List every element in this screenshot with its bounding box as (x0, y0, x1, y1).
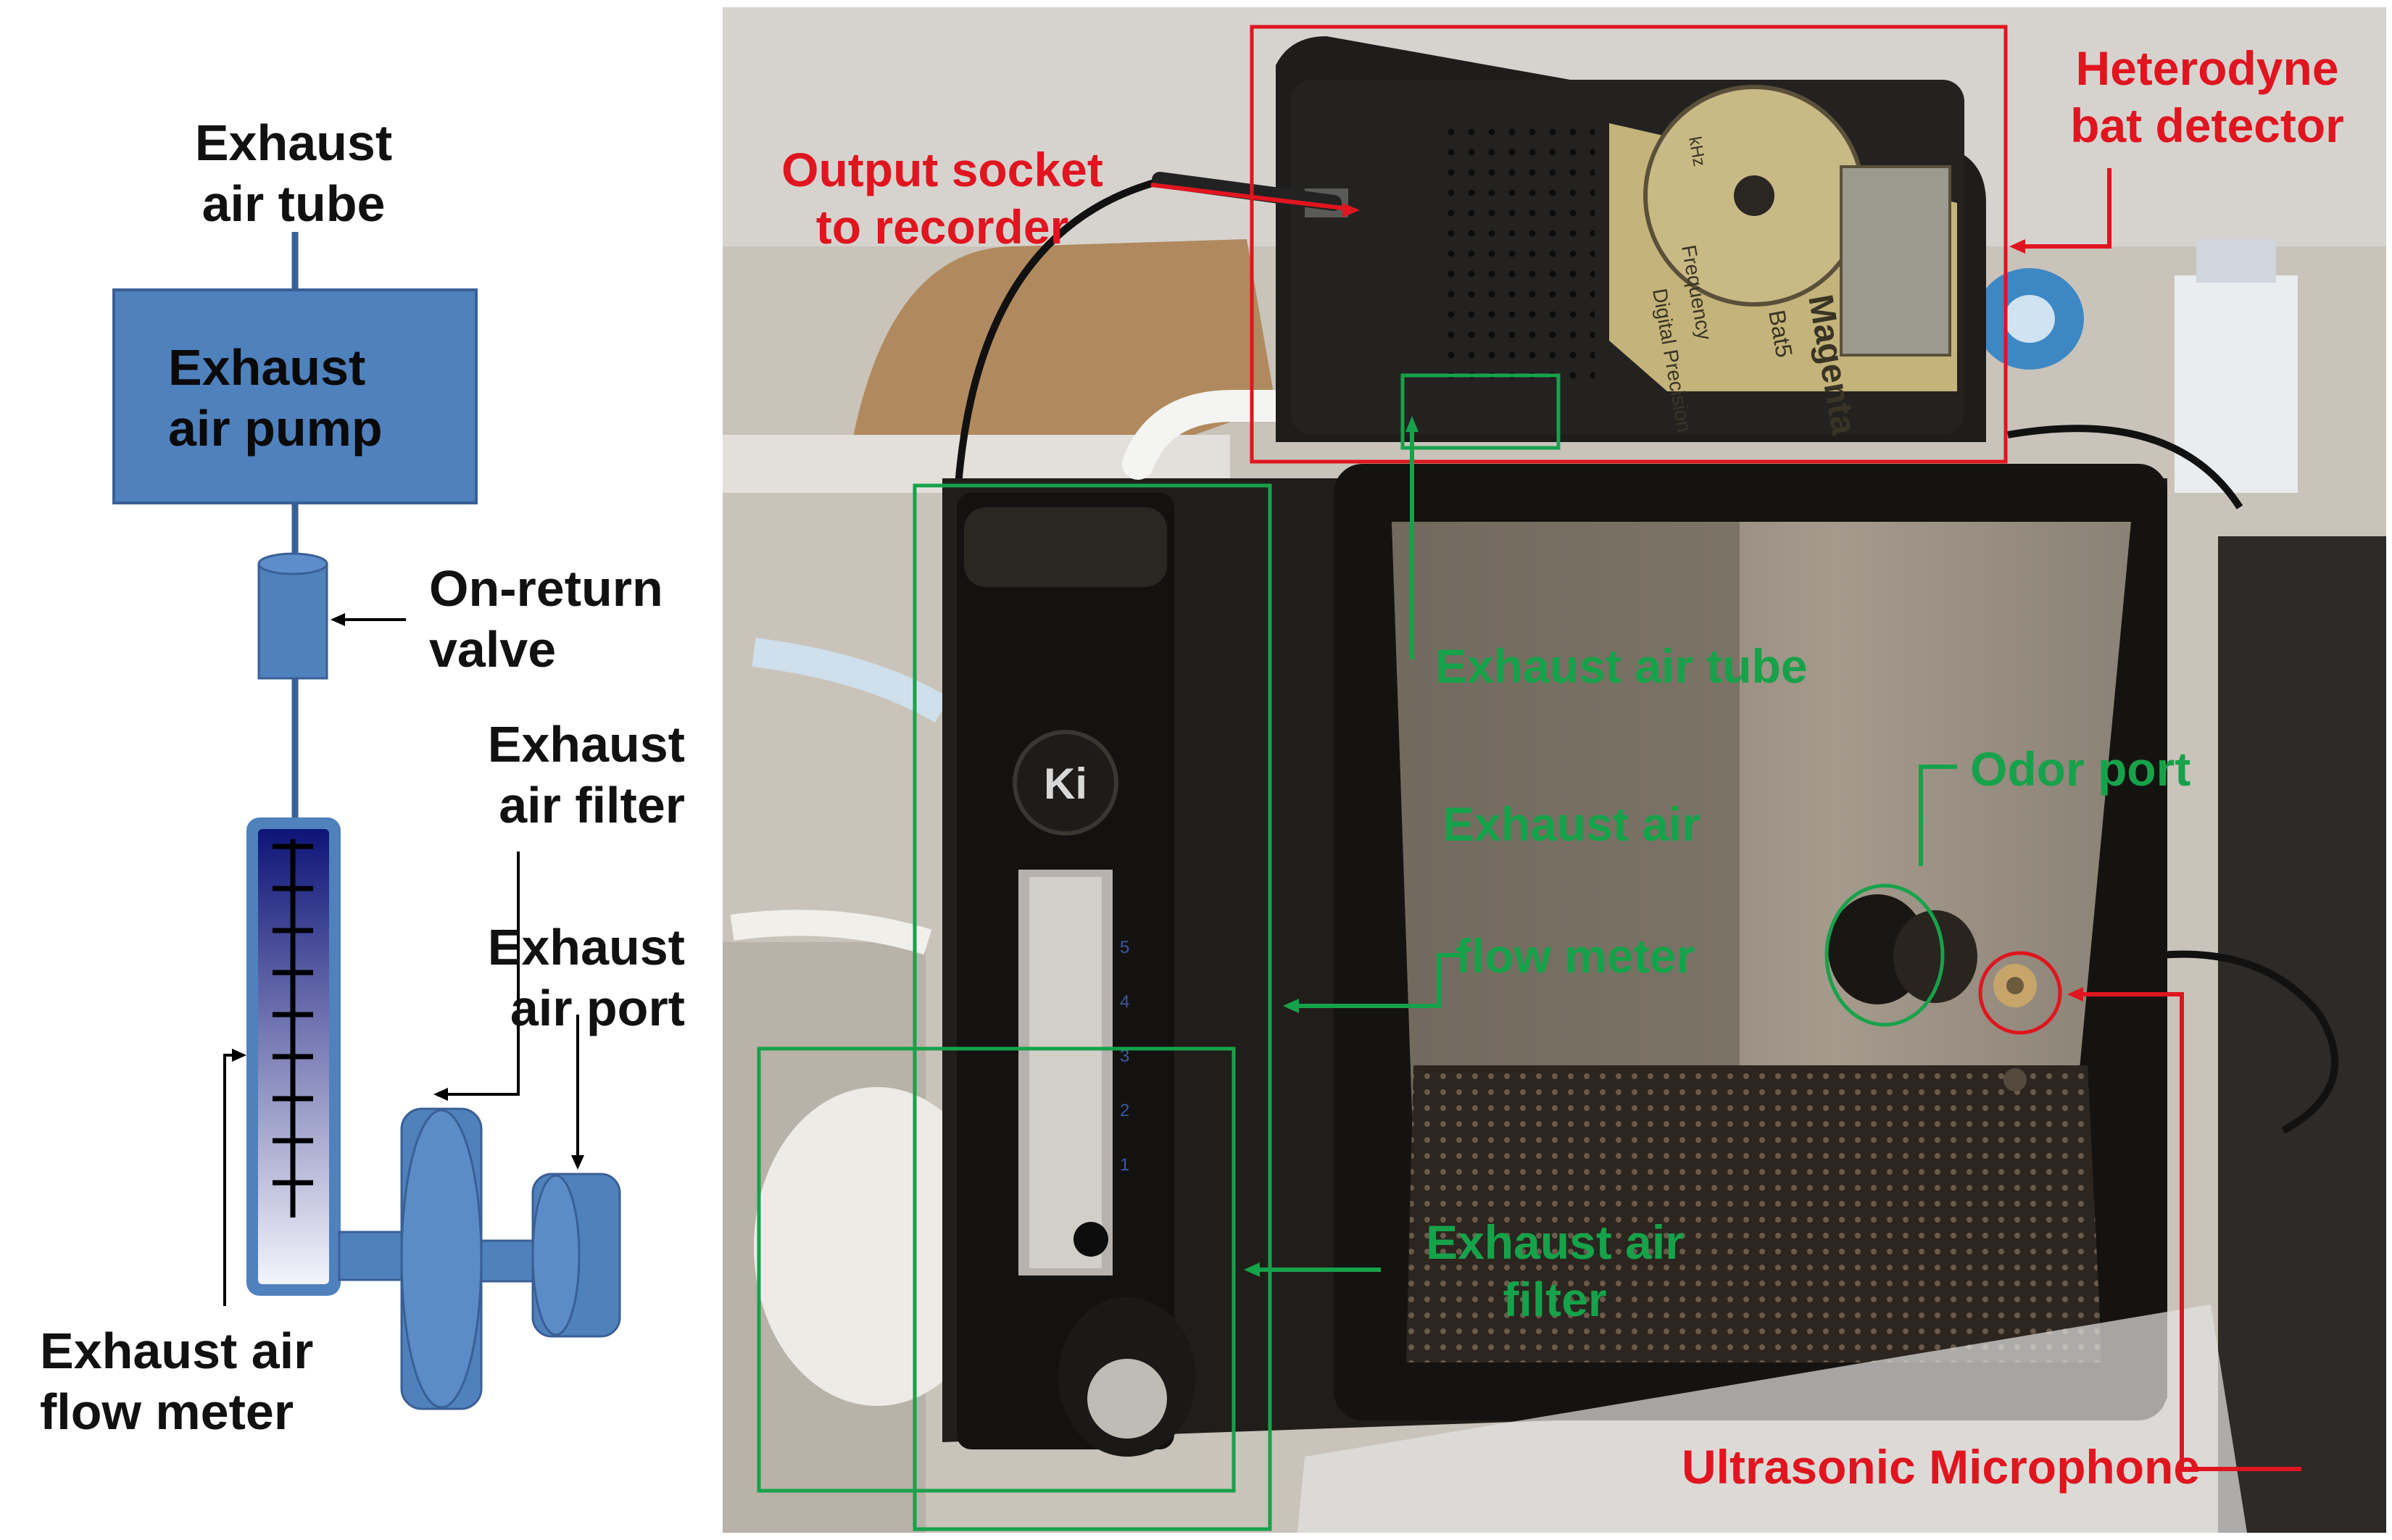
label-exhaust-air-tube: Exhaust air tube (194, 115, 393, 232)
non-return-valve-cylinder (257, 552, 328, 680)
red-annotations (1150, 25, 2301, 1471)
flowmeter-scale-2: 2 (1120, 1101, 1129, 1120)
filter-box (757, 1046, 1236, 1493)
label-exhaust-air-pump: Exhaust air pump (168, 339, 383, 457)
label-exhaust-air-flow-meter: Exhaust air flow meter (40, 1323, 314, 1440)
exhaust-air-tube-photo (1122, 390, 1545, 480)
label-odor-port: Odor port (1970, 742, 2191, 796)
perforated-floor (1406, 1065, 2102, 1362)
meter-to-filter-pipe (338, 1231, 407, 1281)
tube-box (1400, 373, 1561, 450)
label-flow-meter-line1: Exhaust air (1442, 797, 1700, 851)
flow-meter-box (913, 483, 1272, 1531)
bat-detector-box (1250, 25, 2008, 464)
label-ultrasonic-microphone: Ultrasonic Microphone (1682, 1440, 2201, 1494)
dark-right-object (2218, 536, 2386, 1533)
label-bat-detector: Heterodyne bat detector (2070, 41, 2344, 153)
label-flow-meter-line2: flow meter (1455, 929, 1695, 983)
apparatus-photo: Ki 5 4 3 2 1 Magenta Bat5 Frequency (723, 7, 2386, 1533)
exhaust-air-filter-disc (400, 1107, 483, 1410)
label-exhaust-air-filter: Exhaust air filter (487, 716, 685, 833)
schematic (112, 232, 621, 1410)
flow-meter-photo: Ki 5 4 3 2 1 (957, 493, 1196, 1457)
flowmeter-brand: Ki (1044, 759, 1087, 808)
filter-to-port-pipe (480, 1239, 538, 1283)
flowmeter-float-ball (1074, 1222, 1108, 1257)
flow-meter-ticks (273, 839, 313, 1218)
label-photo-exhaust-air-tube: Exhaust air tube (1435, 639, 1808, 693)
white-flask (754, 1087, 1000, 1406)
exhaust-air-port-cap (531, 1173, 621, 1338)
flowmeter-scale-4: 4 (1120, 992, 1129, 1012)
schematic-arrows (223, 613, 584, 1306)
flowmeter-scale-3: 3 (1120, 1046, 1129, 1066)
plastic-tubing (752, 638, 950, 723)
label-photo-filter: Exhaust air filter (1426, 1215, 1684, 1327)
flowmeter-scale-5: 5 (1120, 938, 1129, 957)
green-annotations (757, 373, 1957, 1531)
flowmeter-scale-1: 1 (1120, 1155, 1129, 1175)
label-exhaust-air-port: Exhaust air port (487, 919, 685, 1036)
odor-port-circle (1824, 883, 1945, 1027)
acrylic-lid (1297, 1304, 2247, 1533)
flow-meter-tube (246, 817, 341, 1296)
microphone-circle (1978, 951, 2062, 1035)
label-non-return-valve: On-return valve (429, 560, 663, 678)
label-output-socket: Output socket to recorder (781, 143, 1103, 254)
bat-detector-photo: Magenta Bat5 Frequency kHz Digital Preci… (1152, 36, 1986, 442)
